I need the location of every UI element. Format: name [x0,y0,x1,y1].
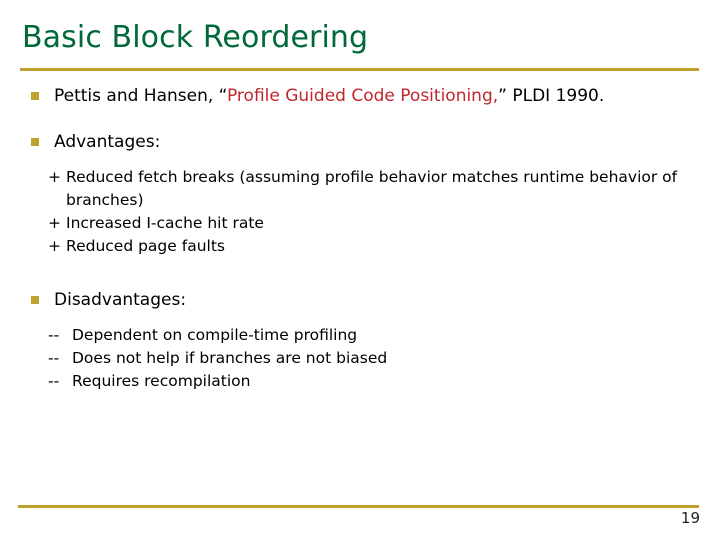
bullet-advantages: Advantages: [0,130,720,154]
title-block: Basic Block Reordering [22,20,698,56]
advantages-heading: Advantages: [54,132,161,152]
list-item-label: Requires recompilation [72,372,251,390]
list-item: -- Dependent on compile-time profiling [48,324,696,347]
advantages-list: + Reduced fetch breaks (assuming profile… [0,166,720,258]
title-divider [20,68,699,71]
plus-marker-icon: + [48,168,61,186]
list-item: + Reduced page faults [48,235,696,258]
citation-text: Pettis and Hansen, “Profile Guided Code … [54,84,696,108]
dash-marker-icon: -- [48,372,60,390]
list-item-label: Reduced fetch breaks (assuming profile b… [66,168,678,209]
spacer [0,258,720,288]
spacer [0,108,720,130]
list-item: -- Does not help if branches are not bia… [48,347,696,370]
slide-body: Pettis and Hansen, “Profile Guided Code … [0,84,720,393]
list-item: + Reduced fetch breaks (assuming profile… [48,166,696,212]
disadvantages-heading: Disadvantages: [54,290,187,310]
square-bullet-icon [31,138,39,146]
square-bullet-icon [31,92,39,100]
spacer [0,312,720,324]
list-item: -- Requires recompilation [48,370,696,393]
citation-prefix: Pettis and Hansen, “ [54,86,227,106]
list-item-label: Increased I-cache hit rate [66,214,264,232]
footer-divider [18,505,699,508]
citation-paper-title: Profile Guided Code Positioning, [226,86,499,106]
plus-marker-icon: + [48,214,61,232]
bullet-disadvantages: Disadvantages: [0,288,720,312]
bullet-citation: Pettis and Hansen, “Profile Guided Code … [0,84,720,108]
square-bullet-icon [31,296,39,304]
list-item: + Increased I-cache hit rate [48,212,696,235]
dash-marker-icon: -- [48,349,60,367]
list-item-label: Does not help if branches are not biased [72,349,388,367]
plus-marker-icon: + [48,237,61,255]
page-number: 19 [680,509,700,527]
list-item-label: Reduced page faults [66,237,225,255]
page-title: Basic Block Reordering [22,20,369,55]
dash-marker-icon: -- [48,326,60,344]
disadvantages-list: -- Dependent on compile-time profiling -… [0,324,720,393]
list-item-label: Dependent on compile-time profiling [72,326,358,344]
citation-suffix: ” PLDI 1990. [498,86,605,106]
spacer [0,154,720,166]
